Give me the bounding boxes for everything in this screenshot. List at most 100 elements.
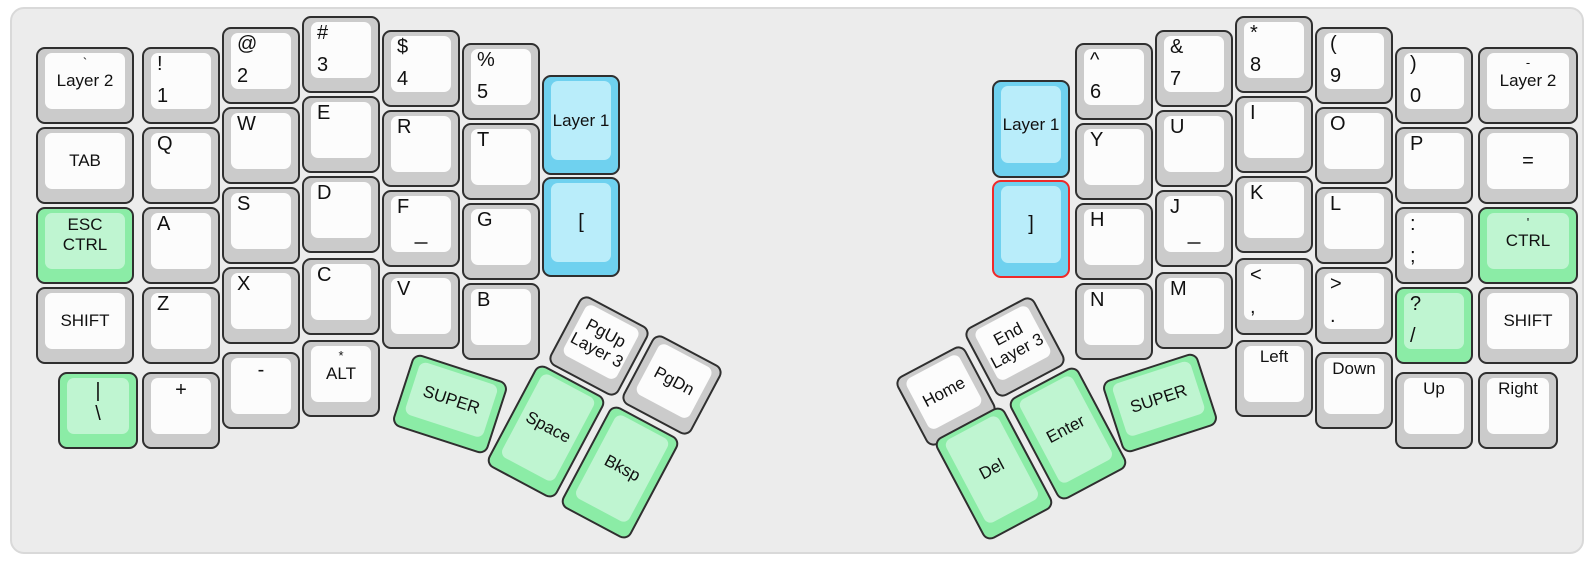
key-label: Space bbox=[522, 407, 575, 447]
keycap-top: SUPER bbox=[403, 360, 499, 439]
key-super-right[interactable]: SUPER bbox=[1100, 351, 1220, 455]
key-b[interactable]: B bbox=[462, 283, 540, 360]
key-label: N bbox=[1090, 289, 1105, 311]
key-layer2-left[interactable]: `Layer 2 bbox=[36, 47, 134, 124]
key-y[interactable]: Y bbox=[1075, 123, 1153, 200]
key-2[interactable]: @2 bbox=[222, 27, 300, 104]
key-h[interactable]: H bbox=[1075, 203, 1153, 280]
key-slash[interactable]: ?/ bbox=[1395, 287, 1473, 364]
keycap-top: H bbox=[1084, 209, 1144, 265]
key-j[interactable]: J bbox=[1155, 190, 1233, 267]
keycap-top: K bbox=[1244, 182, 1304, 238]
keycap-top: )0 bbox=[1404, 53, 1464, 109]
key-p[interactable]: P bbox=[1395, 127, 1473, 204]
key-alt[interactable]: *ALT bbox=[302, 340, 380, 417]
key-down-arrow[interactable]: Down bbox=[1315, 352, 1393, 429]
key-i[interactable]: I bbox=[1235, 96, 1313, 173]
key-n[interactable]: N bbox=[1075, 283, 1153, 360]
key-pipe-backslash[interactable]: |\ bbox=[58, 372, 138, 449]
key-u[interactable]: U bbox=[1155, 110, 1233, 187]
key-layer1-left[interactable]: Layer 1 bbox=[542, 75, 620, 175]
key-label: I bbox=[1250, 102, 1256, 124]
key-label: 5 bbox=[477, 81, 489, 103]
key-c[interactable]: C bbox=[302, 258, 380, 335]
key-e[interactable]: E bbox=[302, 96, 380, 173]
key-label: CTRL bbox=[62, 234, 108, 254]
key-label: $ bbox=[397, 36, 409, 58]
key-plus[interactable]: + bbox=[142, 372, 220, 449]
key-left-arrow[interactable]: Left bbox=[1235, 340, 1313, 417]
keycap-top: U bbox=[1164, 116, 1224, 172]
keycap-top: O bbox=[1324, 113, 1384, 169]
key-x[interactable]: X bbox=[222, 267, 300, 344]
key-period[interactable]: >. bbox=[1315, 267, 1393, 344]
key-label: ) bbox=[1410, 53, 1417, 75]
key-label: / bbox=[1410, 325, 1416, 347]
key-label: Layer 1 bbox=[1002, 114, 1060, 134]
key-w[interactable]: W bbox=[222, 107, 300, 184]
key-shift-right[interactable]: SHIFT bbox=[1478, 287, 1578, 364]
key-right-arrow[interactable]: Right bbox=[1478, 372, 1558, 449]
key-label: 1 bbox=[157, 85, 169, 107]
key-lbracket[interactable]: [ bbox=[542, 177, 620, 277]
keycap-top: V bbox=[391, 278, 451, 334]
key-equals[interactable]: = bbox=[1478, 127, 1578, 204]
key-0[interactable]: )0 bbox=[1395, 47, 1473, 124]
key-minus[interactable]: - bbox=[222, 352, 300, 429]
key-r[interactable]: R bbox=[382, 110, 460, 187]
keycap-top: G bbox=[471, 209, 531, 265]
key-label: SHIFT bbox=[60, 311, 110, 331]
key-shift-left[interactable]: SHIFT bbox=[36, 287, 134, 364]
key-q[interactable]: Q bbox=[142, 127, 220, 204]
key-label: SUPER bbox=[420, 381, 483, 418]
key-5[interactable]: %5 bbox=[462, 43, 540, 120]
key-s[interactable]: S bbox=[222, 187, 300, 264]
keycap-top: 'CTRL bbox=[1487, 213, 1569, 269]
key-g[interactable]: G bbox=[462, 203, 540, 280]
key-label: [ bbox=[578, 211, 584, 233]
key-8[interactable]: *8 bbox=[1235, 16, 1313, 93]
key-super-left[interactable]: SUPER bbox=[390, 352, 510, 456]
key-a[interactable]: A bbox=[142, 207, 220, 284]
key-rbracket[interactable]: ] bbox=[992, 180, 1070, 278]
key-l[interactable]: L bbox=[1315, 187, 1393, 264]
key-label: # bbox=[317, 22, 329, 44]
key-label: H bbox=[1090, 209, 1105, 231]
key-label: ; bbox=[1410, 245, 1416, 267]
key-layer2-right[interactable]: -Layer 2 bbox=[1478, 47, 1578, 124]
key-v[interactable]: V bbox=[382, 272, 460, 349]
key-label: < bbox=[1250, 264, 1262, 286]
key-label: 8 bbox=[1250, 54, 1262, 76]
key-7[interactable]: &7 bbox=[1155, 30, 1233, 107]
key-m[interactable]: M bbox=[1155, 272, 1233, 349]
key-f[interactable]: F bbox=[382, 190, 460, 267]
key-z[interactable]: Z bbox=[142, 287, 220, 364]
keycap-top: !1 bbox=[151, 53, 211, 109]
key-1[interactable]: !1 bbox=[142, 47, 220, 124]
key-comma[interactable]: <, bbox=[1235, 258, 1313, 335]
key-o[interactable]: O bbox=[1315, 107, 1393, 184]
key-t[interactable]: T bbox=[462, 123, 540, 200]
key-layer1-right[interactable]: Layer 1 bbox=[992, 80, 1070, 178]
key-tab[interactable]: TAB bbox=[36, 127, 134, 204]
key-9[interactable]: (9 bbox=[1315, 27, 1393, 104]
key-semicolon[interactable]: :; bbox=[1395, 207, 1473, 284]
key-k[interactable]: K bbox=[1235, 176, 1313, 253]
key-label: S bbox=[237, 193, 251, 215]
key-label: Z bbox=[157, 293, 170, 315]
keycap-top: $4 bbox=[391, 36, 451, 92]
keycap-top: [ bbox=[551, 183, 611, 262]
key-up-arrow[interactable]: Up bbox=[1395, 372, 1473, 449]
key-d[interactable]: D bbox=[302, 176, 380, 253]
key-6[interactable]: ^6 bbox=[1075, 43, 1153, 120]
key-label: 3 bbox=[317, 54, 329, 76]
keycap-top: X bbox=[231, 273, 291, 329]
key-4[interactable]: $4 bbox=[382, 30, 460, 107]
key-label: Layer 2 bbox=[56, 70, 114, 90]
key-3[interactable]: #3 bbox=[302, 16, 380, 93]
key-label: 4 bbox=[397, 68, 409, 90]
key-ctrl-right[interactable]: 'CTRL bbox=[1478, 207, 1578, 284]
keycap-top: ] bbox=[1001, 186, 1061, 263]
